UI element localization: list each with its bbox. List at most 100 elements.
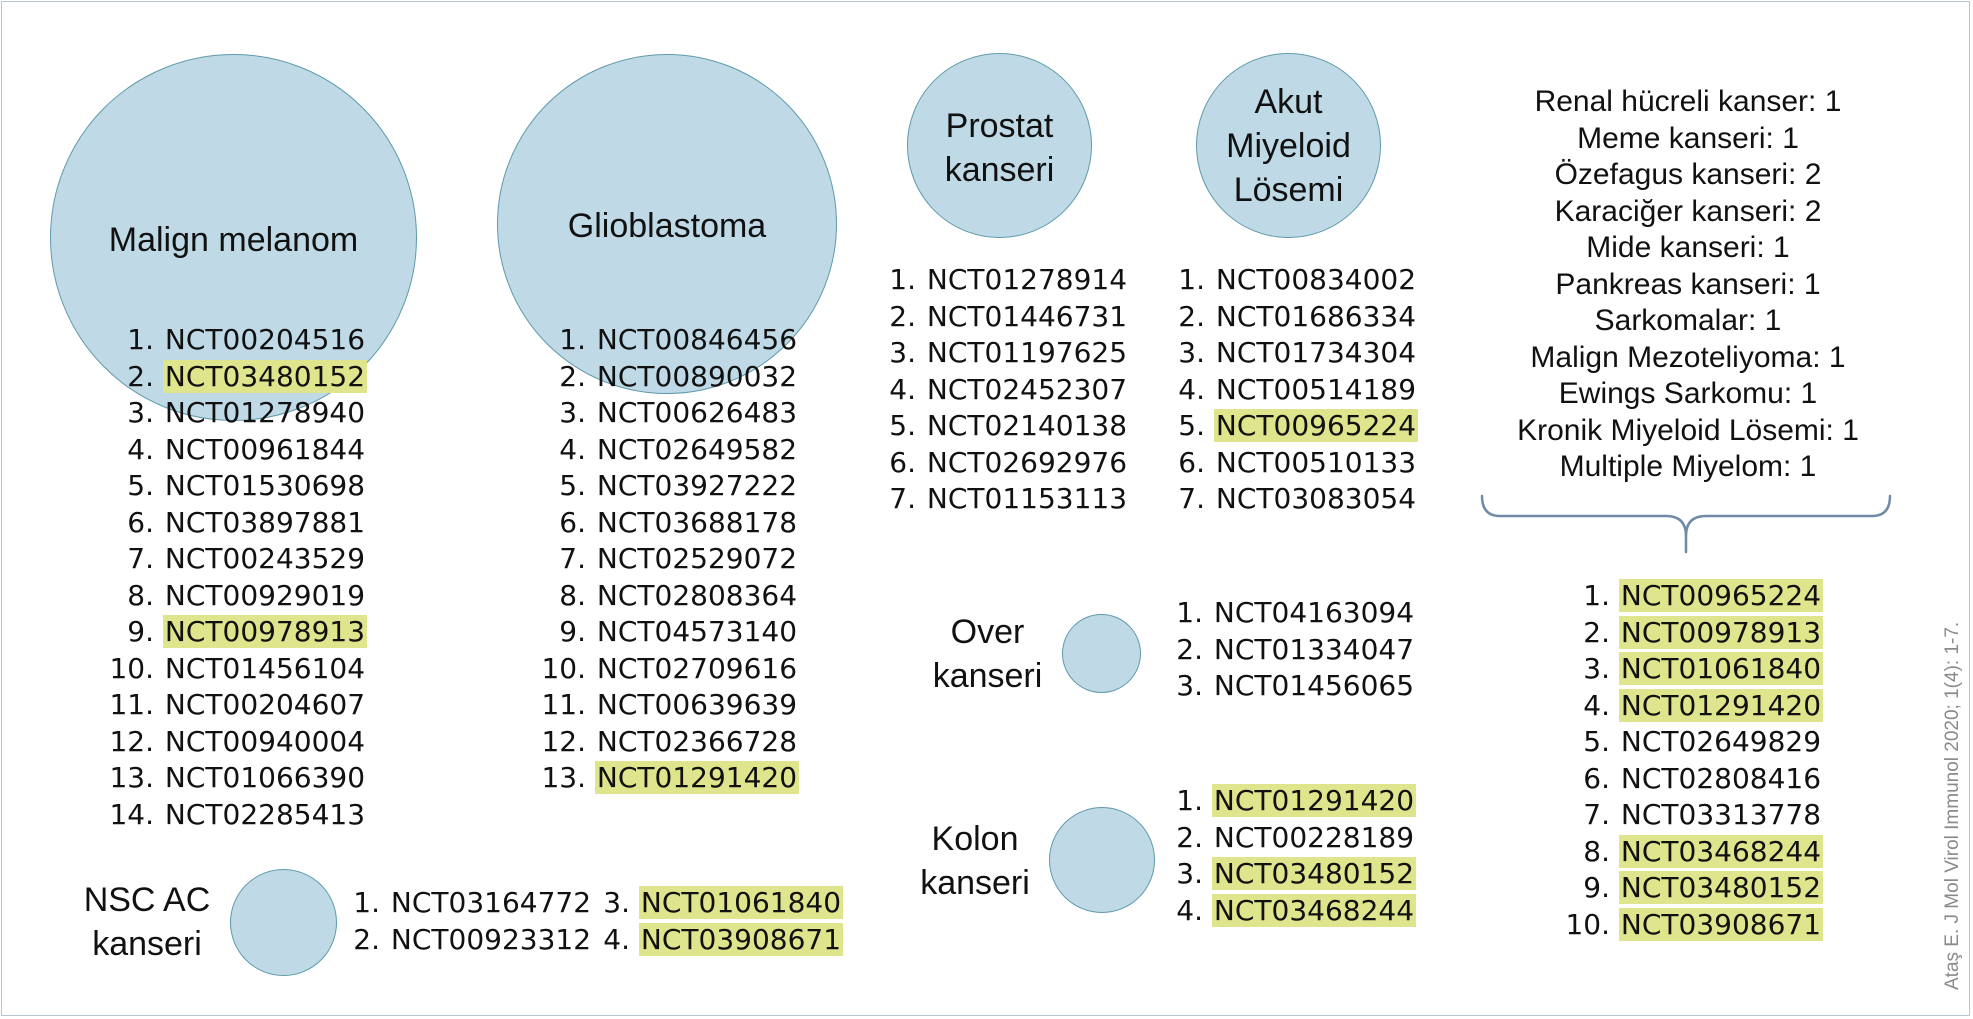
trial-id: NCT00204607: [164, 688, 366, 721]
trial-item: 3. NCT01197625: [886, 335, 1129, 372]
glioblastoma-bubble: [497, 54, 837, 394]
trial-id: NCT02529072: [596, 542, 798, 575]
trial-id: NCT00940004: [164, 724, 366, 758]
trial-number: 7.: [559, 542, 586, 575]
trial-id: NCT03083054: [1215, 482, 1417, 515]
trial-id-highlighted: NCT01291420: [594, 761, 800, 794]
trial-id: NCT01278940: [164, 396, 366, 429]
trial-number: 5.: [127, 469, 154, 502]
trial-id: NCT01153113: [926, 482, 1128, 515]
trial-item: 9. NCT04573140: [532, 614, 799, 651]
trial-id: NCT00204516: [164, 323, 366, 356]
glioblastoma-label-line: Glioblastoma: [567, 207, 767, 245]
trial-number: 8.: [1583, 834, 1610, 868]
trial-item: 5. NCT01530698: [100, 468, 367, 505]
trial-id-highlighted: NCT03908671: [638, 922, 844, 956]
trial-id-highlighted: NCT00965224: [1213, 409, 1419, 442]
trial-id: NCT04163094: [1213, 596, 1415, 629]
trial-item: 1. NCT01291420: [1173, 783, 1417, 820]
trial-number: 6.: [127, 505, 154, 539]
trial-number: 2.: [889, 299, 916, 333]
trial-item: 4. NCT00961844: [100, 432, 367, 469]
trial-number: 3.: [889, 336, 916, 369]
trial-item: 1. NCT00965224: [1556, 578, 1824, 615]
trial-item: 3. NCT01734304: [1175, 335, 1418, 372]
trial-id: NCT01530698: [164, 469, 366, 502]
trial-item: 5. NCT02140138: [886, 408, 1129, 445]
trial-item: 2. NCT03480152: [100, 359, 368, 396]
trial-id-highlighted: NCT03468244: [1618, 834, 1824, 868]
trial-id: NCT03688178: [596, 505, 798, 539]
trial-item: 9. NCT00978913: [100, 614, 368, 651]
trial-item: 6. NCT02808416: [1556, 761, 1823, 798]
trial-number: 4.: [1176, 893, 1203, 927]
trial-id-highlighted: NCT03480152: [1211, 857, 1417, 890]
trial-item: 3. NCT01061840: [600, 885, 844, 922]
trial-item: 7. NCT02529072: [532, 541, 799, 578]
trial-number: 2.: [1176, 632, 1203, 666]
trial-item: 13. NCT01066390: [100, 760, 367, 797]
trial-number: 5.: [1178, 409, 1205, 442]
trial-id: NCT00243529: [164, 542, 366, 575]
trial-number: 6.: [1178, 445, 1205, 479]
aml-label-line: Miyeloid: [1226, 127, 1351, 165]
trial-item: 11. NCT00204607: [100, 687, 367, 724]
trial-item: 7. NCT03083054: [1175, 481, 1418, 518]
trial-number: 5.: [559, 469, 586, 502]
trial-id-highlighted: NCT03908671: [1618, 907, 1824, 941]
trial-item: 6. NCT00510133: [1175, 445, 1418, 482]
over-label-line: kanseri: [932, 657, 1043, 695]
trial-id: NCT00923312: [390, 922, 592, 956]
trial-number: 3.: [1583, 652, 1610, 685]
trial-number: 1.: [1176, 596, 1203, 629]
trial-id: NCT04573140: [596, 615, 798, 648]
trial-item: 1. NCT00204516: [100, 322, 367, 359]
trial-number: 5.: [1583, 725, 1610, 758]
summary-item: Renal hücreli kanser: 1: [1534, 85, 1842, 118]
trial-item: 6. NCT03688178: [532, 505, 799, 542]
trial-number: 1.: [559, 323, 586, 356]
trial-id: NCT00834002: [1215, 263, 1417, 296]
trial-number: 13.: [109, 761, 154, 794]
summary-item: Ewings Sarkomu: 1: [1558, 377, 1818, 410]
trial-item: 2. NCT00890032: [532, 359, 799, 396]
over-label-line: Over: [950, 613, 1025, 651]
nsc-bubble: [230, 869, 337, 976]
trial-id: NCT00510133: [1215, 445, 1417, 479]
trial-number: 2.: [353, 922, 380, 956]
summary-item: Özefagus kanseri: 2: [1554, 158, 1822, 191]
trial-number: 1.: [889, 263, 916, 296]
trial-id-highlighted: NCT00965224: [1618, 579, 1824, 612]
trial-number: 10.: [1565, 907, 1610, 941]
trial-number: 3.: [1176, 669, 1203, 702]
trial-number: 4.: [603, 922, 630, 956]
kolon-label-line: Kolon: [931, 820, 1019, 858]
trial-item: 2. NCT01686334: [1175, 299, 1418, 336]
trial-item: 2. NCT00228189: [1173, 820, 1416, 857]
trial-number: 2.: [1178, 299, 1205, 333]
trial-id: NCT03313778: [1620, 798, 1822, 831]
trial-number: 3.: [1176, 857, 1203, 890]
trial-id: NCT03164772: [390, 886, 592, 919]
trial-id: NCT01446731: [926, 299, 1128, 333]
trial-number: 6.: [889, 445, 916, 479]
trial-item: 3. NCT01061840: [1556, 651, 1824, 688]
trial-id: NCT01456104: [164, 651, 366, 685]
trial-number: 3.: [127, 396, 154, 429]
prostat-label-line: Prostat: [945, 107, 1054, 145]
trial-item: 13. NCT01291420: [532, 760, 800, 797]
trial-item: 4. NCT02452307: [886, 372, 1129, 409]
trial-id: NCT01734304: [1215, 336, 1417, 369]
trial-number: 3.: [559, 396, 586, 429]
trial-number: 7.: [1178, 482, 1205, 515]
trial-number: 1.: [1583, 579, 1610, 612]
trial-id: NCT01686334: [1215, 299, 1417, 333]
